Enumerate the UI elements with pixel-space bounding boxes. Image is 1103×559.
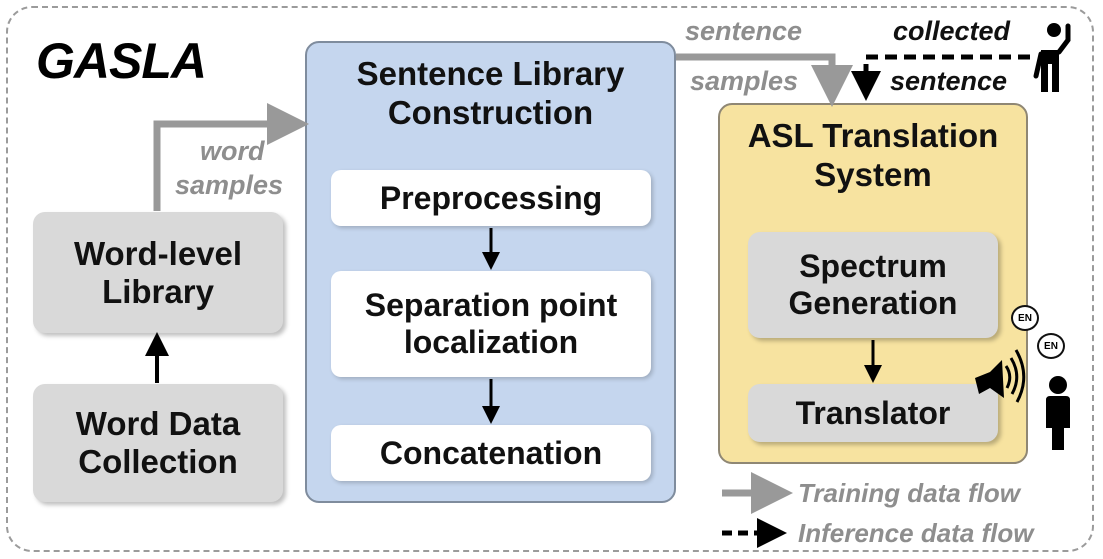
spectrum-generation-label: Spectrum Generation bbox=[788, 248, 958, 321]
sentence-samples-label-line1: sentence bbox=[685, 16, 803, 46]
word-data-collection-label: Word Data Collection bbox=[75, 405, 241, 480]
word-samples-label-line2: samples bbox=[175, 170, 284, 200]
arrow-collected-sentence bbox=[851, 54, 1030, 101]
sentence-library-title: Sentence Library Construction bbox=[356, 55, 625, 131]
collected-sentence-label-line2: sentence bbox=[890, 66, 1008, 96]
signer-person-icon bbox=[1033, 23, 1071, 92]
spectrum-generation-box: Spectrum Generation bbox=[748, 232, 998, 338]
asl-translation-title: ASL Translation System bbox=[747, 117, 999, 193]
word-level-library-label: Word-level Library bbox=[73, 234, 243, 310]
preprocessing-label: Preprocessing bbox=[379, 179, 603, 216]
separation-point-box: Separation point localization bbox=[331, 271, 651, 377]
word-samples-label-line1: word bbox=[200, 136, 265, 166]
legend-inference-label: Inference data flow bbox=[798, 518, 1034, 548]
concatenation-box: Concatenation bbox=[331, 425, 651, 481]
separation-point-label: Separation point localization bbox=[364, 287, 618, 360]
concatenation-label: Concatenation bbox=[379, 434, 603, 471]
arrow-sentence-samples bbox=[676, 53, 853, 107]
translator-label: Translator bbox=[795, 394, 951, 431]
translator-box: Translator bbox=[748, 384, 998, 442]
preprocessing-box: Preprocessing bbox=[331, 170, 651, 226]
diagram-title: GASLA bbox=[36, 33, 207, 89]
outer-frame bbox=[6, 6, 1094, 552]
speech-bubble-en-2: EN bbox=[1037, 333, 1065, 359]
word-level-library-box: Word-level Library bbox=[33, 212, 283, 333]
arrow-word-samples bbox=[153, 103, 309, 211]
sentence-samples-label-line2: samples bbox=[690, 66, 799, 96]
speech-bubble-en-1: EN bbox=[1011, 305, 1039, 331]
listener-person-icon bbox=[1046, 376, 1070, 450]
collected-sentence-label-line1: collected bbox=[893, 16, 1011, 46]
legend-training-label: Training data flow bbox=[798, 478, 1020, 508]
word-data-collection-box: Word Data Collection bbox=[33, 384, 283, 502]
speaker-icon bbox=[975, 349, 1026, 403]
